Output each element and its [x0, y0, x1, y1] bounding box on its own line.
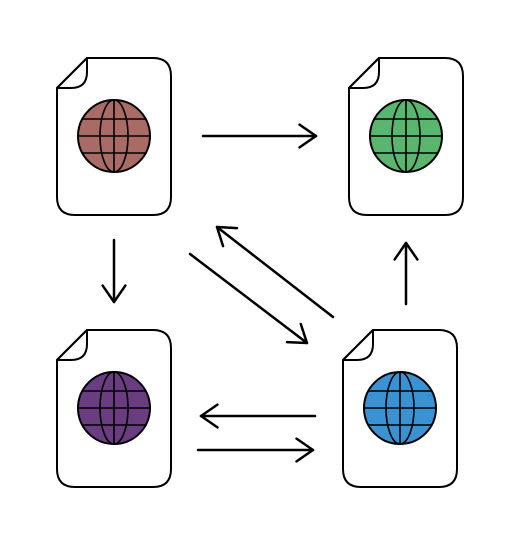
globe-icon	[77, 371, 151, 445]
arrow-bottom-left-to-bottom-right	[196, 437, 315, 463]
arrow-top-left-to-bottom-left	[101, 238, 127, 304]
document-top-right	[348, 57, 464, 216]
globe-icon	[77, 99, 151, 173]
document-top-left	[56, 57, 172, 216]
globe-icon	[369, 99, 443, 173]
arrow-bottom-right-to-bottom-left	[199, 403, 317, 429]
arrow-top-left-to-top-right	[201, 123, 318, 149]
documents-layer	[56, 57, 464, 488]
arrow-top-left-to-bottom-right	[188, 252, 309, 345]
arrow-icon	[393, 241, 419, 261]
arrow-icon	[215, 225, 239, 248]
globe-icon	[363, 371, 437, 445]
arrow-shaft	[215, 225, 335, 319]
arrow-bottom-right-to-top-left	[215, 225, 335, 319]
arrow-icon	[285, 322, 309, 345]
arrow-shaft	[188, 252, 309, 345]
document-bottom-left	[56, 329, 172, 488]
arrow-icon	[101, 284, 127, 304]
arrow-bottom-right-to-top-right	[393, 241, 419, 306]
document-fold	[56, 57, 88, 89]
arrow-icon	[295, 437, 315, 463]
arrow-icon	[298, 123, 318, 149]
document-fold	[342, 329, 374, 361]
document-fold	[56, 329, 88, 361]
document-bottom-right	[342, 329, 458, 488]
arrows-layer	[101, 123, 419, 463]
document-fold	[348, 57, 380, 89]
arrow-icon	[199, 403, 219, 429]
